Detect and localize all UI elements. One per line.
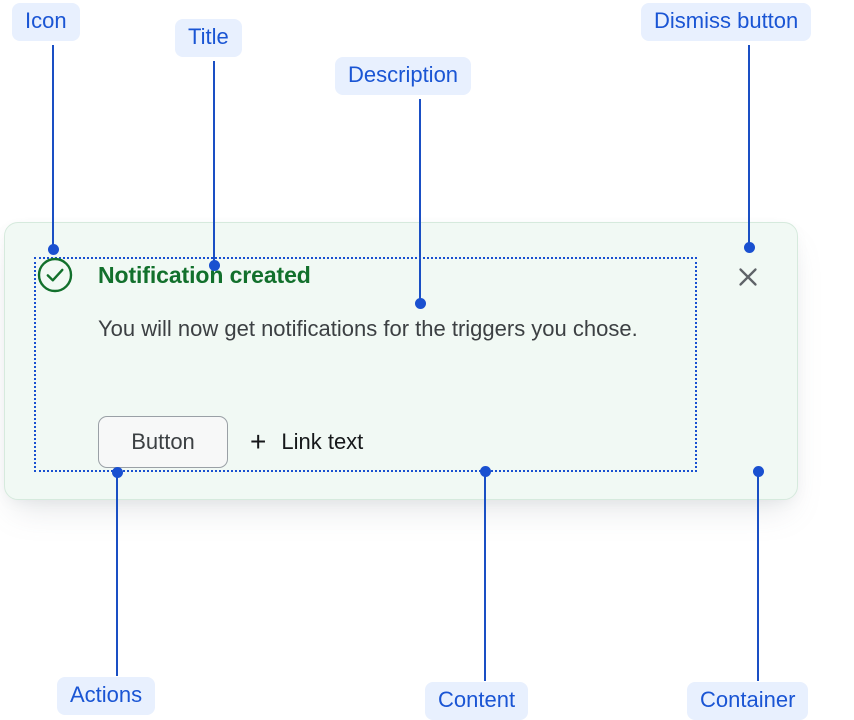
check-circle-icon <box>36 256 74 294</box>
dismiss-button[interactable] <box>730 259 766 295</box>
annotation-label-dismiss: Dismiss button <box>641 3 812 41</box>
annotation-dot-dismiss <box>743 241 755 253</box>
notification-title: Notification created <box>98 262 311 288</box>
annotation-leader-line-icon <box>52 45 54 249</box>
annotation-dot-content <box>479 465 491 477</box>
annotation-leader-line-content <box>484 471 486 681</box>
annotation-leader-line-dismiss <box>748 45 750 247</box>
link-action[interactable]: + Link text <box>250 428 363 456</box>
annotation-label-actions: Actions <box>57 677 156 715</box>
annotation-label-title: Title <box>175 19 242 57</box>
annotation-dot-title <box>208 259 220 271</box>
annotation-leader-line-title <box>213 61 215 265</box>
annotation-label-content: Content <box>425 682 529 720</box>
action-button[interactable]: Button <box>98 416 228 468</box>
annotation-label-container: Container <box>687 682 809 720</box>
link-action-label: Link text <box>281 429 364 454</box>
annotation-leader-line-container <box>757 471 759 681</box>
annotation-label-icon: Icon <box>12 3 80 41</box>
annotation-leader-line-description <box>419 99 421 303</box>
annotation-leader-line-actions <box>116 472 118 676</box>
close-icon <box>739 268 757 286</box>
plus-icon: + <box>250 426 267 457</box>
annotation-dot-description <box>414 297 426 309</box>
content-region-outline <box>34 257 697 472</box>
annotation-dot-container <box>752 465 764 477</box>
notification-description: You will now get notifications for the t… <box>98 316 638 341</box>
annotation-dot-actions <box>111 466 123 478</box>
annotation-dot-icon <box>47 243 59 255</box>
notification-actions: Button + Link text <box>98 416 363 468</box>
annotation-label-description: Description <box>335 57 472 95</box>
notification-container: Notification created You will now get no… <box>4 222 798 500</box>
